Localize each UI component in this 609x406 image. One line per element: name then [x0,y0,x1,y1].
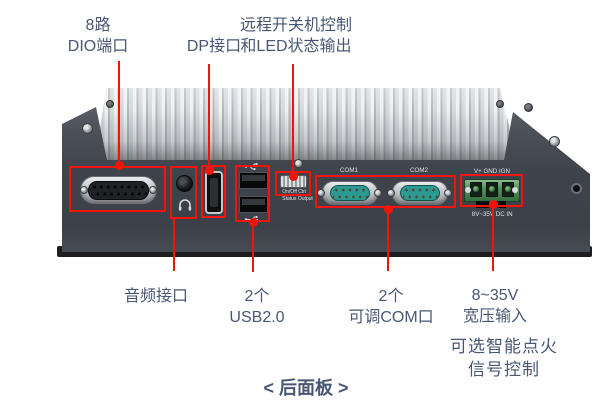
status-output-print: Status Output [282,195,313,202]
screw-icon [149,186,157,194]
highlight-box-com [315,175,456,208]
annotation-com: 2个 可调COM口 [331,286,451,328]
annotation-dio: 8路 DIO端口 [40,15,156,57]
terminal-tab [493,201,506,208]
highlight-box-dio [69,166,166,212]
screw-icon [294,159,303,168]
annotation-remote-line1: 远程开关机控制 [239,17,352,34]
callout-dot-dp [205,166,214,175]
screw-icon [387,189,395,197]
callout-line-power [492,204,494,271]
callout-line-dp [208,64,210,170]
annotation-power-line2: 宽压输入 [462,308,527,325]
screw-icon [80,186,88,194]
callout-line-usb [252,221,254,272]
callout-line-dio [118,61,120,165]
annotation-remote-line2: 和LED状态输出 [240,38,352,55]
highlight-box-dp [201,165,226,218]
terminal-screw-icon [489,186,495,192]
dio-db15-pins [91,183,147,198]
annotation-usb-line1: 2个 [244,288,270,305]
callout-line-audio [173,219,175,271]
annotation-dp-line1: DP接口 [186,38,242,55]
usb-port-tongue [242,175,265,181]
callout-dot-com [384,205,393,214]
usb-port-2 [239,196,268,213]
terminal-mount-hole [465,187,471,193]
annotation-audio-line1: 音频接口 [123,288,188,305]
screw-icon [444,189,452,197]
annotation-ignition: 可选智能点火 信号控制 [438,335,570,381]
screw-icon [82,123,93,134]
callout-dot-dio [115,161,124,170]
screw-icon [317,189,325,197]
annotation-power: 8~35V 宽压输入 [437,285,553,327]
annotation-dio-line2: DIO端口 [67,38,129,55]
annotation-ignition-line1: 可选智能点火 [450,337,558,356]
usb-port-tongue [242,199,265,205]
screw-icon [524,103,533,112]
usb-port-1 [239,172,268,189]
onoff-ctrl-print: On/Off Ctrl [282,188,307,195]
diagram-caption: < 后面板 > [263,378,349,398]
screw-icon [374,189,382,197]
callout-dot-usb [249,218,258,227]
annotation-ignition-line2: 信号控制 [468,360,540,379]
screw-icon [549,136,560,147]
com2-pins [403,187,438,199]
annotation-com-line2: 可调COM口 [348,309,434,326]
annotation-power-line1: 8~35V [471,287,519,304]
annotation-usb-line2: USB2.0 [229,309,285,326]
annotation-usb: 2个 USB2.0 [199,286,315,328]
terminal-screw-icon [473,186,479,192]
power-pins-print: V+ GND IGN [473,168,510,175]
highlight-box-audio [170,166,197,219]
terminal-mount-hole [512,187,518,193]
annotation-com-line1: 2个 [378,288,404,305]
highlight-box-usb [235,165,270,222]
antenna-hole [571,183,582,194]
annotation-audio: 音频接口 [98,286,214,307]
callout-dot-power [489,200,498,209]
annotation-dp: DP接口 [156,36,272,57]
audio-jack [176,175,193,192]
heatsink-fins [95,88,518,162]
screw-icon [496,100,504,108]
annotation-dio-line1: 8路 [85,17,111,34]
terminal-screw-icon [505,186,511,192]
callout-line-remote [292,64,294,176]
screw-icon [106,100,114,108]
annotation-remote: 远程开关机控制 和LED状态输出 [226,15,366,57]
power-range-print: 8V~35V DC IN [471,211,513,218]
callout-line-com [387,209,389,271]
com1-pins [333,187,368,199]
headphone-icon [178,199,192,211]
terminal-tab [476,201,489,208]
com2-print: COM2 [410,167,428,174]
callout-dot-remote [289,172,298,181]
com1-print: COM1 [340,167,358,174]
dp-port-slot [210,178,218,207]
